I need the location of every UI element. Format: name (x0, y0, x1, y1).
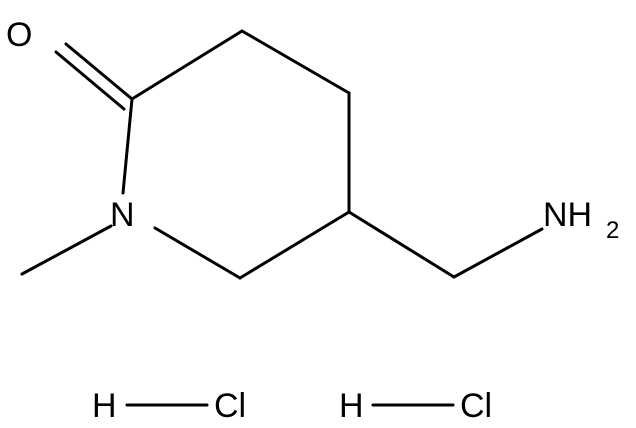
ring-bond-c2-c3 (130, 29, 244, 101)
carbonyl-bond-2 (54, 50, 126, 111)
chlorine-label-1: Cl (214, 387, 246, 425)
hydrogen-label-2: H (339, 387, 364, 425)
side-chain-bond-2 (452, 227, 544, 279)
atom-labels: O N NH 2 H Cl H Cl (6, 16, 619, 425)
chlorine-label-2: Cl (460, 387, 492, 425)
ring-bond-c5-c6 (238, 210, 351, 280)
amine-label: NH (543, 196, 592, 234)
oxygen-label: O (6, 16, 32, 54)
bonds (20, 29, 544, 407)
ring-bond-c6-n (153, 226, 242, 280)
methyl-bond (20, 224, 113, 276)
ring-bond-n-c2 (121, 97, 134, 195)
amine-subscript: 2 (606, 217, 619, 244)
carbonyl-bond-1 (64, 42, 134, 101)
ring-nitrogen-label: N (110, 196, 135, 234)
hydrogen-label-1: H (92, 387, 117, 425)
ring-bond-c3-c4 (240, 29, 351, 95)
side-chain-bond-1 (347, 210, 456, 279)
